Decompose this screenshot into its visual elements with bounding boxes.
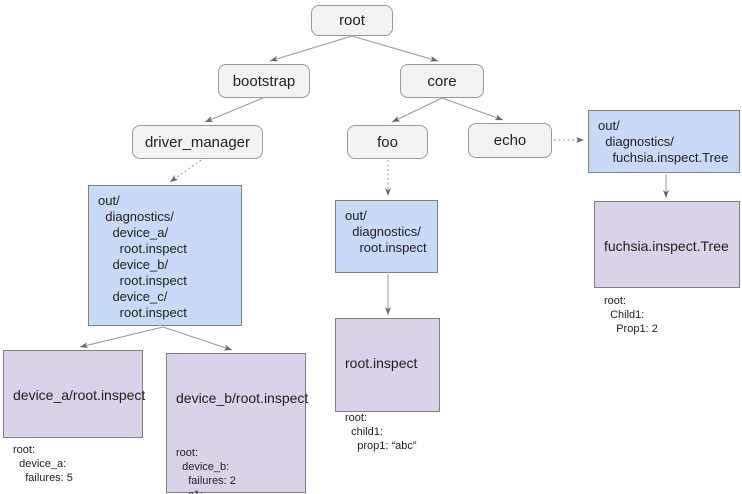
file-box-driver-manager-out: out/ diagnostics/ device_a/ root.inspect… (88, 185, 242, 326)
inspect-box-echo-tree-body: root: Child1: Prop1: 2 (604, 295, 658, 335)
edge-root-core (351, 35, 439, 62)
node-bootstrap-label: bootstrap (232, 72, 296, 90)
node-driver-manager-label: driver_manager (144, 133, 251, 151)
edge-core-foo (391, 97, 443, 123)
edge-root-bootstrap (269, 35, 353, 62)
edge-out-device-a (79, 326, 164, 349)
node-bootstrap: bootstrap (218, 64, 310, 98)
node-root-label: root (339, 12, 365, 29)
inspect-box-device-b-body: root: device_b: failures: 2 c1: c2: … cn… (176, 447, 236, 494)
inspect-box-foo-title: root.inspect (345, 355, 418, 371)
node-echo: echo (468, 123, 552, 158)
inspect-box-device-a-body: root: device_a: failures: 5 (13, 444, 73, 484)
node-root: root (311, 5, 393, 36)
inspect-box-device-b: device_b/root.inspect root: device_b: fa… (166, 353, 309, 494)
inspect-box-echo-tree: fuchsia.inspect.Tree root: Child1: Prop1… (594, 201, 740, 335)
node-foo: foo (347, 125, 428, 159)
edge-bootstrap-driver-manager (204, 97, 264, 123)
node-core-label: core (427, 72, 457, 90)
inspect-box-device-a-title: device_a/root.inspect (13, 387, 146, 403)
inspect-box-echo-tree-title: fuchsia.inspect.Tree (604, 238, 729, 254)
inspect-box-foo-body: root: child1: prop1: “abc” (345, 412, 417, 452)
node-foo-label: foo (377, 133, 398, 151)
edge-core-echo (441, 97, 504, 121)
inspect-box-device-b-title: device_b/root.inspect (176, 390, 309, 406)
node-driver-manager: driver_manager (132, 125, 263, 159)
node-core: core (400, 64, 484, 98)
inspect-box-device-a: device_a/root.inspect root: device_a: fa… (3, 350, 146, 484)
edge-out-device-b (162, 326, 233, 351)
file-box-echo-out: out/ diagnostics/ fuchsia.inspect.Tree (588, 110, 740, 173)
file-box-foo-out: out/ diagnostics/ root.inspect (335, 200, 438, 273)
node-echo-label: echo (493, 132, 527, 149)
edge-driver-manager-out-dotted (169, 159, 202, 183)
inspect-box-foo-root-inspect: root.inspect root: child1: prop1: “abc” (335, 318, 440, 452)
